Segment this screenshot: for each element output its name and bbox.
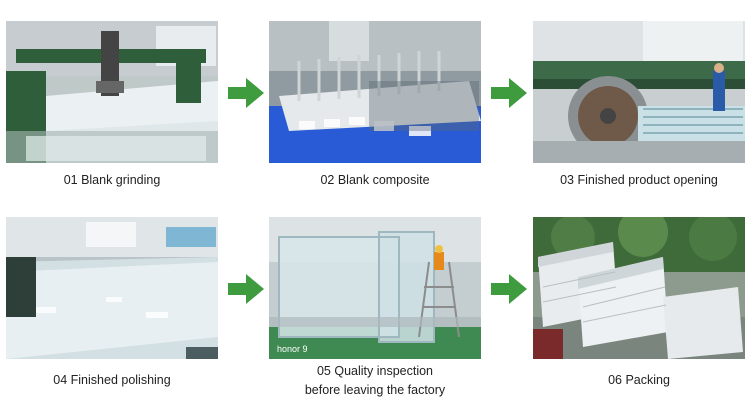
- photo-packing: [533, 217, 745, 359]
- caption-line-2: before leaving the factory: [304, 383, 446, 397]
- photo-blank-grinding: [6, 21, 218, 163]
- photo-quality-inspection: honor 9: [269, 217, 481, 359]
- caption-quality-inspection: 05 Quality inspection before leaving the…: [255, 362, 495, 400]
- photo-finished-product-opening: [533, 21, 745, 163]
- photo-finished-polishing: [6, 217, 218, 359]
- caption-packing: 06 Packing: [608, 373, 670, 387]
- right-arrow-icon: [228, 274, 264, 304]
- caption-blank-grinding: 01 Blank grinding: [63, 173, 161, 187]
- right-arrow-icon: [491, 274, 527, 304]
- right-arrow-icon: [228, 78, 264, 108]
- watermark-text: honor 9: [277, 344, 308, 354]
- caption-finished-product-opening: 03 Finished product opening: [560, 173, 718, 187]
- photo-blank-composite: [269, 21, 481, 163]
- right-arrow-icon: [491, 78, 527, 108]
- caption-finished-polishing: 04 Finished polishing: [53, 373, 171, 387]
- caption-blank-composite: 02 Blank composite: [320, 173, 430, 187]
- caption-line-1: 05 Quality inspection: [316, 364, 434, 378]
